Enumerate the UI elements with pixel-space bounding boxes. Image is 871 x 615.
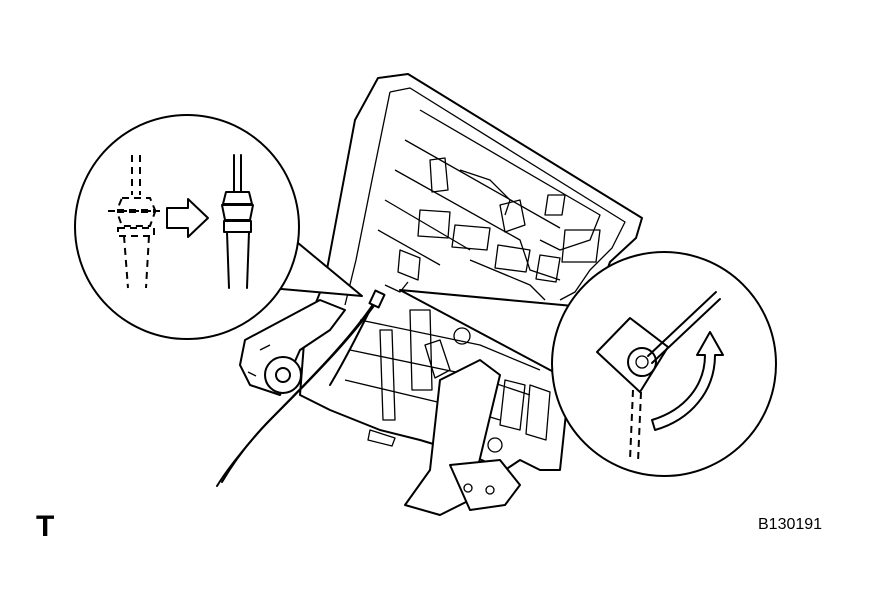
lever-rotation-detail-callout [399,251,777,477]
figure-code: B130191 [758,516,823,533]
cable-end-detail-callout [74,114,363,340]
rotation-arrow-icon [651,331,724,431]
orientation-mark: T [36,510,55,543]
direction-arrow-icon [166,198,209,238]
seat-hinge-bracket [239,299,346,396]
release-cable [216,281,409,487]
cable-before-dashed [108,155,160,289]
recliner-arm [404,359,521,516]
cable-after-solid [221,154,254,289]
